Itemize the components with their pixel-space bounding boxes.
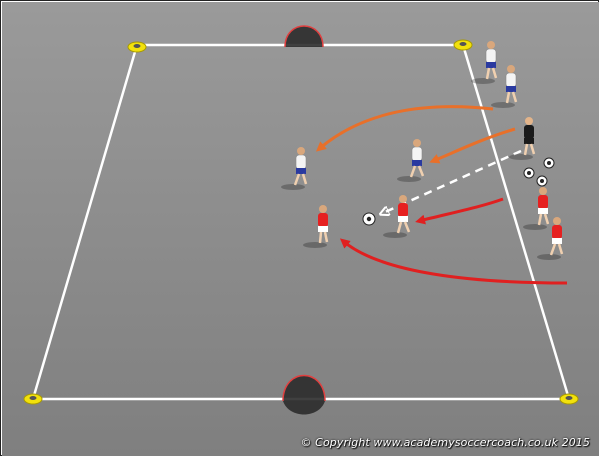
player-red-mid xyxy=(383,195,411,238)
orange-run-arrow-short xyxy=(429,127,516,164)
bottom-goal xyxy=(282,374,326,415)
player-red-left xyxy=(303,205,329,248)
cone-bottom-left xyxy=(23,393,43,405)
top-goal xyxy=(284,25,324,48)
cone-top-left xyxy=(127,41,147,53)
coach-server xyxy=(509,117,536,160)
cone-top-right xyxy=(453,39,473,51)
player-white-top-1 xyxy=(471,41,498,84)
player-white-top-2 xyxy=(491,65,518,108)
player-white-left xyxy=(281,147,308,190)
player-white-mid xyxy=(397,139,425,182)
pass-line-dashed xyxy=(383,149,522,213)
red-run-arrow-upper xyxy=(415,197,504,225)
red-run-arrow-lower xyxy=(339,238,568,285)
player-red-right-1 xyxy=(523,187,550,230)
cone-bottom-right xyxy=(559,393,579,405)
orange-run-arrow-long xyxy=(315,105,494,152)
player-red-right-2 xyxy=(537,217,564,260)
ball-group xyxy=(523,157,555,187)
copyright-text: © Copyright www.academysoccercoach.co.uk… xyxy=(300,436,590,449)
ball-in-play xyxy=(362,212,376,226)
